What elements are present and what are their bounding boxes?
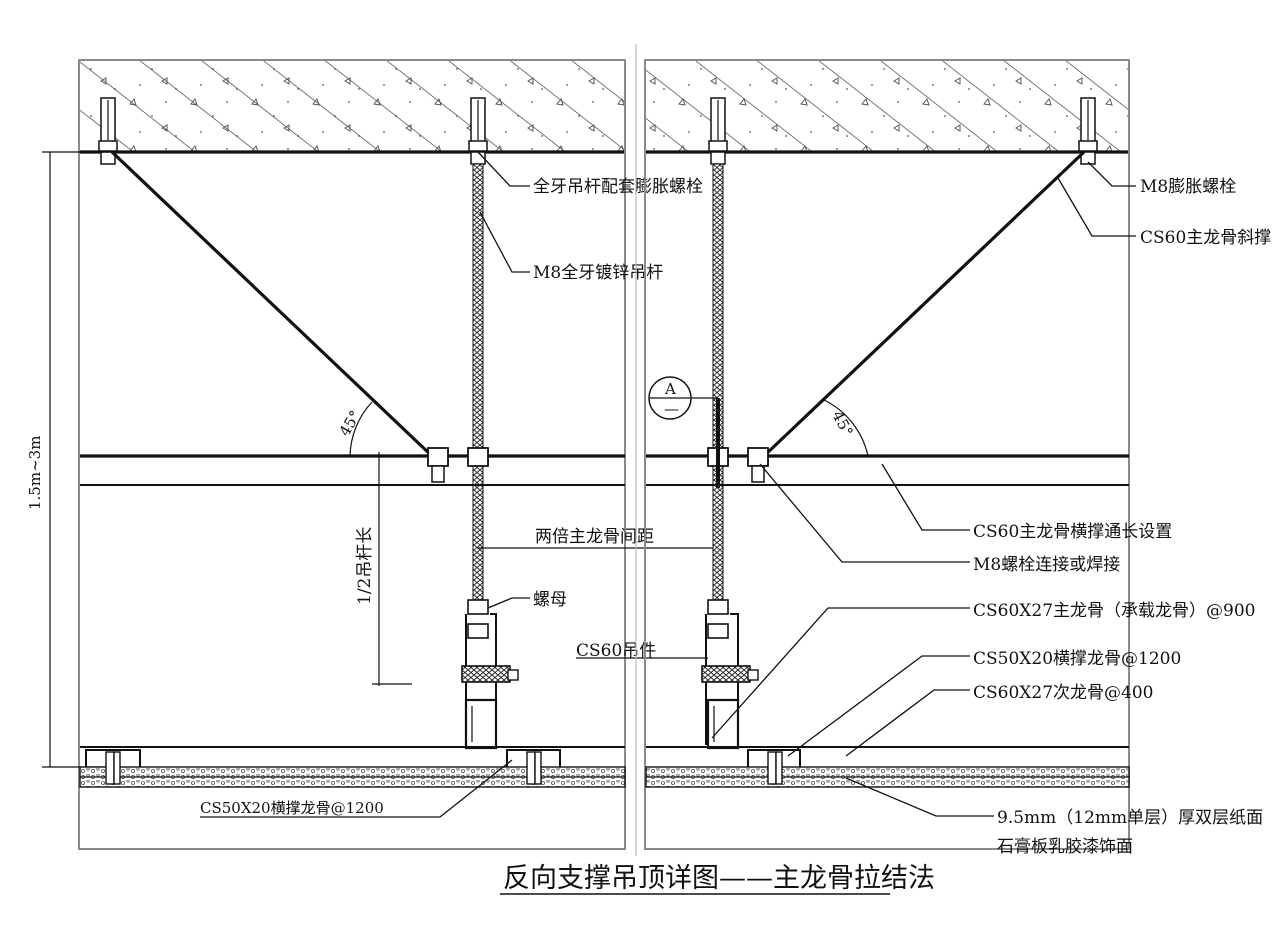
left-expansion-bolt-2	[468, 97, 488, 165]
left-diagonal-brace	[110, 150, 434, 458]
label-expansion-bolt-set: 全牙吊杆配套膨胀螺栓	[533, 177, 703, 197]
right-hanger-assembly	[701, 599, 759, 750]
right-expansion-bolt-1	[708, 97, 728, 165]
label-m8-expansion-bolt: M8膨胀螺栓	[1140, 177, 1236, 197]
leader-m8-rod	[479, 211, 530, 273]
half-rod-label: 1/2吊杆长	[355, 527, 375, 605]
label-cs60x27-main: CS60X27主龙骨（承载龙骨）@900	[973, 601, 1255, 621]
right-secondary-channel	[747, 749, 801, 785]
right-angle-arc	[823, 399, 869, 457]
label-m8-rod: M8全牙镀锌吊杆	[533, 263, 663, 283]
leader-m8-expansion-bolt	[1087, 161, 1136, 187]
leader-cs60x27-main	[711, 607, 970, 739]
right-angle-label: 45°	[828, 408, 856, 440]
label-m8-bolt-weld: M8螺栓连接或焊接	[973, 555, 1120, 575]
label-nut: 螺母	[533, 590, 567, 610]
left-threaded-rod	[472, 163, 484, 613]
right-bolt-connection	[747, 447, 769, 467]
leader-nut	[487, 597, 530, 609]
height-range-label: 1.5m~3m	[26, 436, 44, 510]
label-board-line2: 石膏板乳胶漆饰面	[997, 836, 1133, 857]
section-marker-bottom: —	[664, 400, 679, 418]
double-spacing-label: 两倍主龙骨间距	[535, 527, 654, 547]
section-marker: A —	[648, 376, 720, 488]
left-bolt-connection	[427, 447, 449, 467]
leader-expansion-bolt-set	[477, 151, 530, 187]
left-panel: 45° 两倍主龙骨间距 1/2吊杆长 1.5m~3m	[26, 59, 716, 850]
label-cs60x27-secondary: CS60X27次龙骨@400	[973, 683, 1153, 703]
leader-cs60x27-secondary	[845, 689, 970, 757]
leader-cs60-cross-brace	[881, 463, 970, 531]
right-panel: 45° A — M8膨胀螺栓	[644, 59, 1271, 857]
label-board-line1: 9.5mm（12mm单层）厚双层纸面	[997, 808, 1263, 828]
left-hanger-assembly	[461, 599, 519, 750]
label-cs50x20-left: CS50X20横撑龙骨@1200	[200, 799, 384, 817]
left-angle-arc	[349, 401, 373, 457]
leader-gypsum-board	[845, 777, 994, 817]
drawing-title: 反向支撑吊顶详图——主龙骨拉结法	[503, 863, 935, 894]
left-secondary-channel-1	[85, 749, 141, 785]
left-secondary-channel-2	[506, 749, 561, 785]
label-cs60-cross-brace: CS60主龙骨横撑通长设置	[973, 522, 1172, 542]
leader-cs60-brace	[1057, 177, 1136, 237]
leader-m8-bolt-weld	[759, 463, 970, 563]
right-diagonal-brace	[762, 150, 1086, 458]
right-expansion-bolt-2	[1078, 97, 1098, 165]
label-cs60-brace: CS60主龙骨斜撑	[1140, 228, 1271, 248]
leader-cs50x20-cross	[787, 655, 970, 757]
leader-cs50x20-left	[200, 759, 513, 818]
right-threaded-rod	[712, 163, 724, 613]
left-rod-nut	[467, 447, 489, 467]
label-cs50x20-cross: CS50X20横撑龙骨@1200	[973, 649, 1181, 669]
left-angle-label: 45°	[336, 407, 365, 439]
section-marker-top: A	[664, 380, 676, 398]
